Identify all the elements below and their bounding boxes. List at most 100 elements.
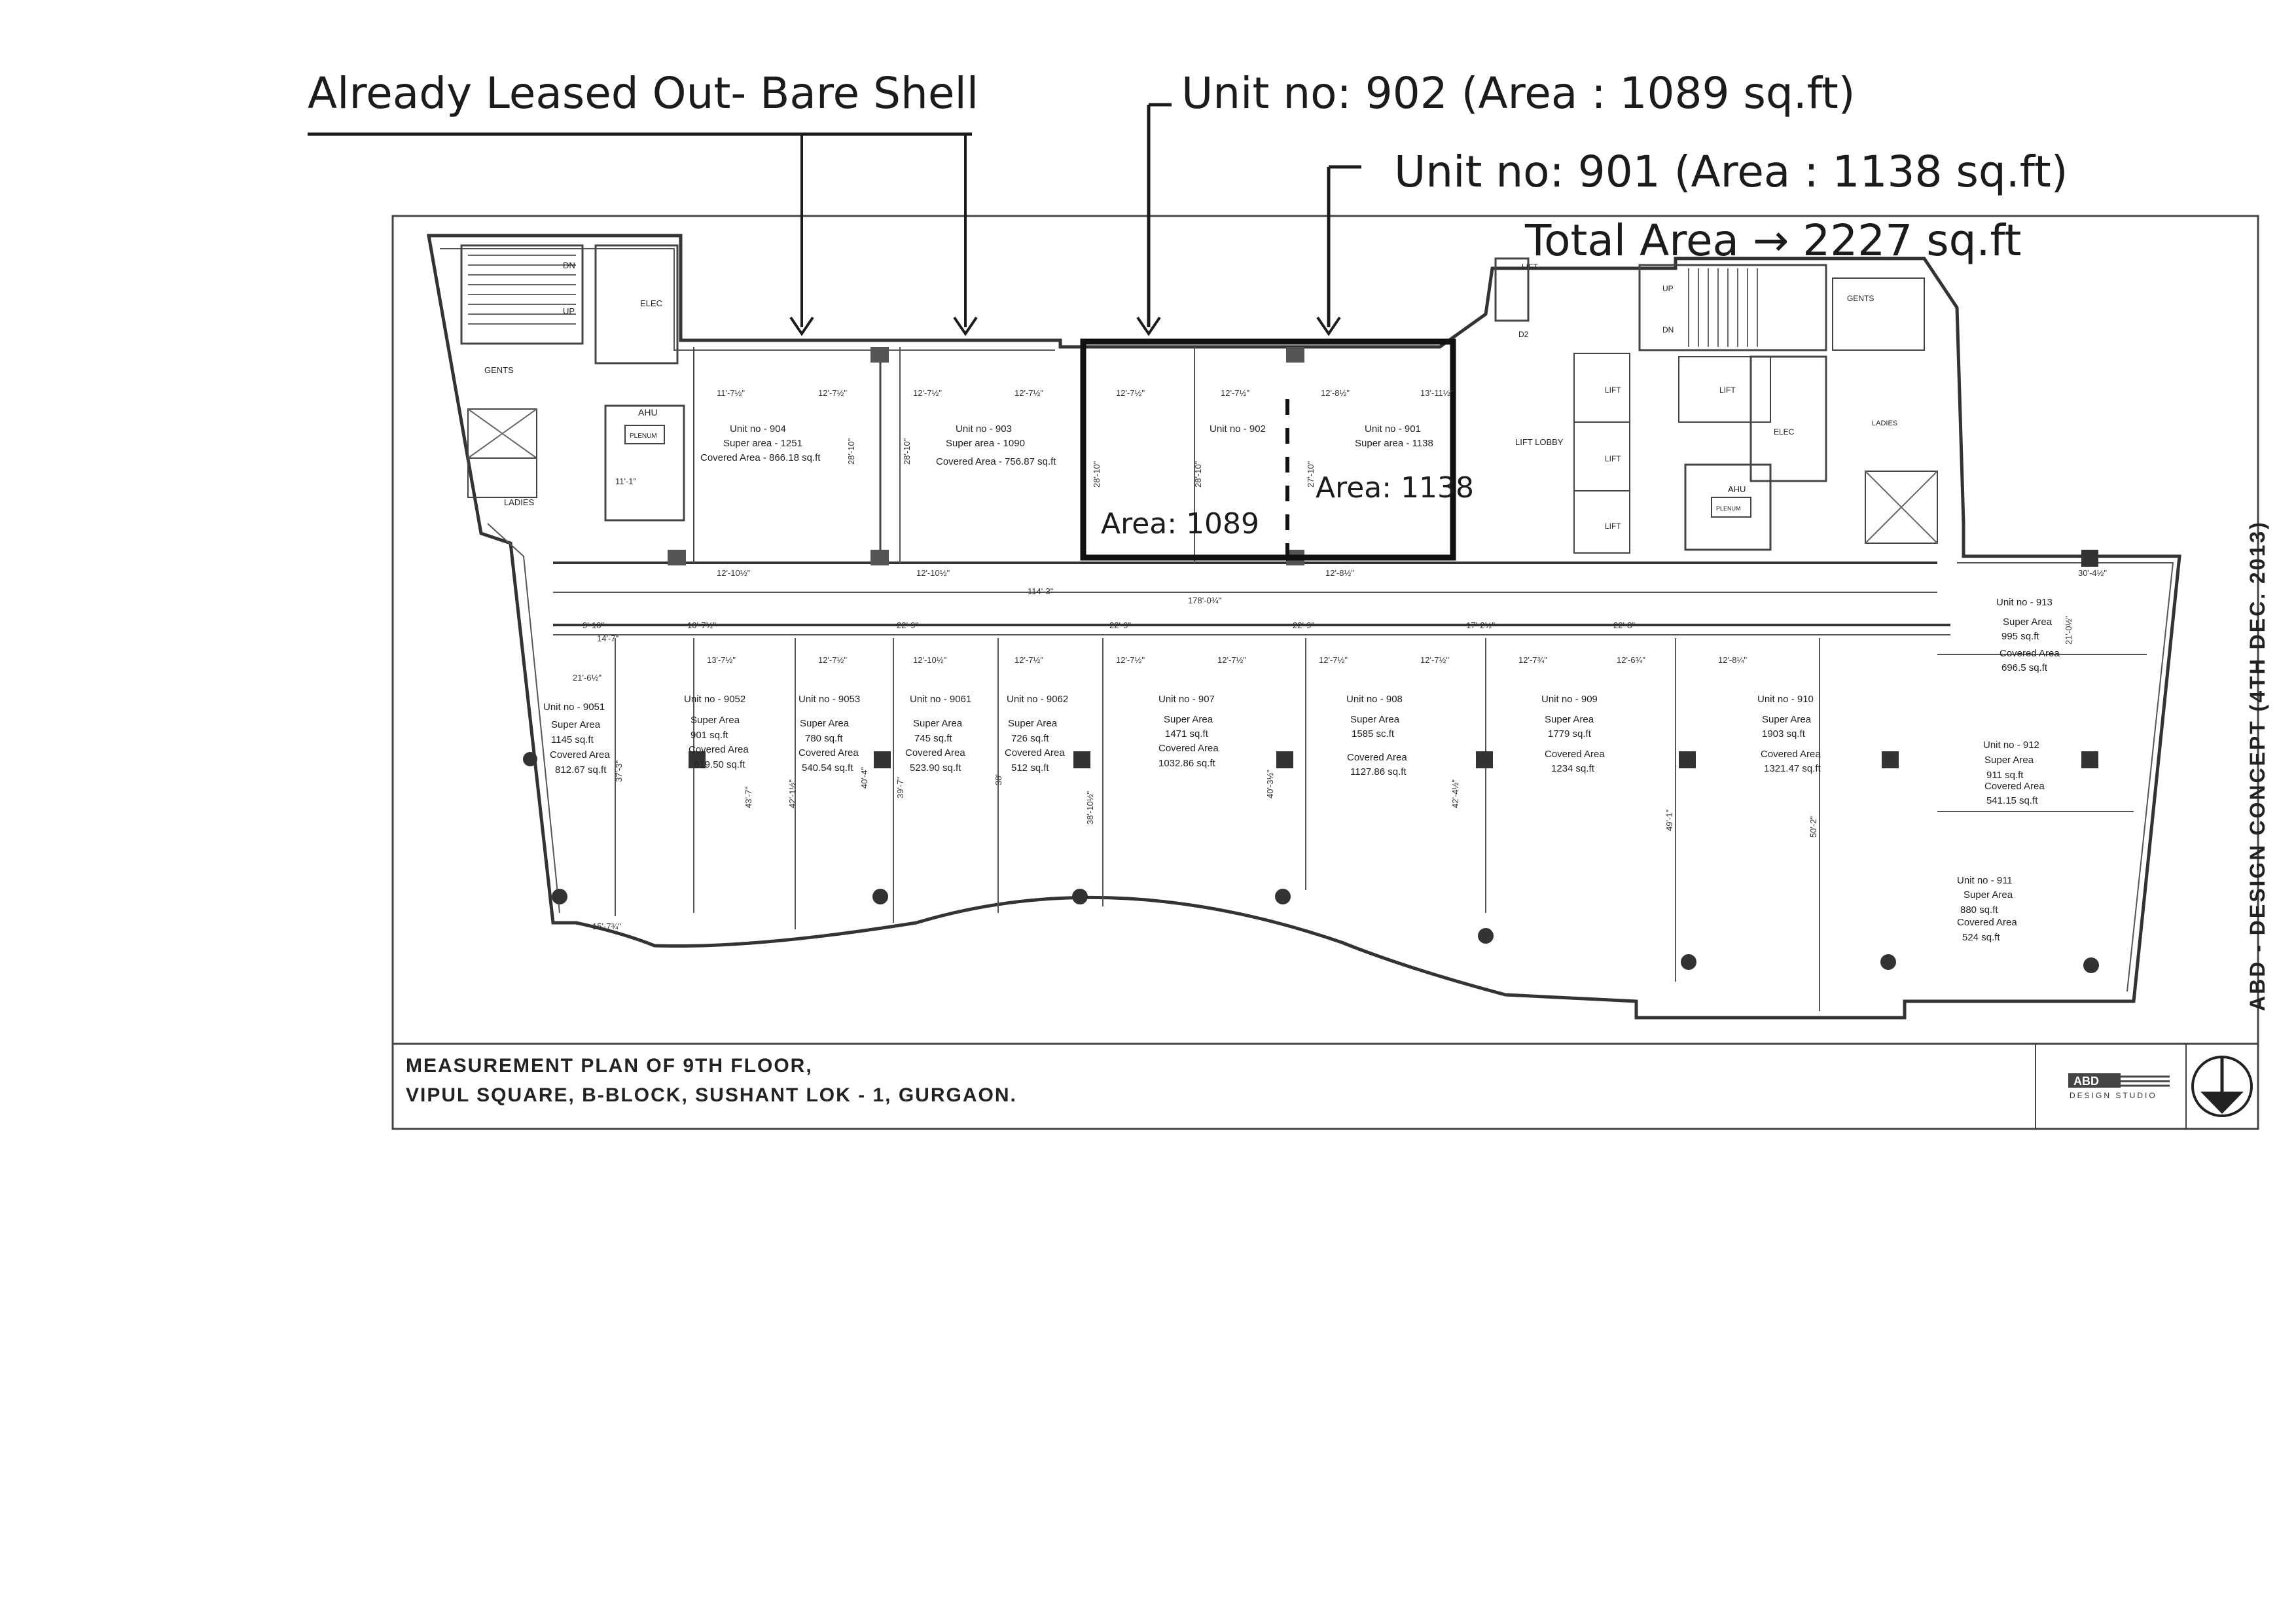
unit-label: Covered Area xyxy=(1347,752,1407,763)
unit-label: 1471 sq.ft xyxy=(1165,728,1209,740)
unit-label: Covered Area xyxy=(2000,648,2060,659)
room-label: GENTS xyxy=(484,365,514,375)
drawing-subtitle: VIPUL SQUARE, B-BLOCK, SUSHANT LOK - 1, … xyxy=(406,1084,1017,1106)
room-label: GENTS xyxy=(1847,294,1874,303)
unit-label: Super area - 1090 xyxy=(946,438,1025,449)
dimension-label: 38'-10½" xyxy=(1085,791,1095,825)
dimension-label: 28'-10" xyxy=(1092,461,1102,488)
unit-label: Super Area xyxy=(691,715,740,726)
unit-label: Covered Area xyxy=(1545,749,1605,760)
unit-label: Unit no - 909 xyxy=(1541,694,1598,705)
dimension-label: 12'-7¾" xyxy=(1518,655,1547,665)
unit-label: Unit no - 912 xyxy=(1983,740,2039,751)
dimension-label: 14'-7" xyxy=(597,633,619,643)
dimension-label: 40'-4" xyxy=(859,766,869,789)
room-label: LADIES xyxy=(504,497,535,507)
dimension-label: 40'-3½" xyxy=(1265,770,1275,798)
dimension-label: 42'-1½" xyxy=(787,779,797,808)
unit-label: Covered Area xyxy=(550,749,610,760)
unit-label: 1127.86 sq.ft xyxy=(1350,766,1407,777)
total-area-note: Total Area → 2227 sq.ft xyxy=(1524,215,2021,266)
unit-label: Covered Area - 866.18 sq.ft xyxy=(700,452,821,463)
unit-label: 696.5 sq.ft xyxy=(2001,662,2048,673)
unit-label: Super Area xyxy=(1545,714,1594,725)
unit-label: 1032.86 sq.ft xyxy=(1158,758,1216,769)
dimension-label: 11'-1" xyxy=(615,476,637,486)
unit-label: Covered Area - 756.87 sq.ft xyxy=(936,456,1056,467)
unit-label: Super Area xyxy=(913,718,963,729)
dimension-label: 12'-8½" xyxy=(1321,388,1350,398)
unit-label: Super Area xyxy=(800,718,850,729)
svg-text:ABD: ABD xyxy=(2073,1075,2099,1088)
unit-label: 812.67 sq.ft xyxy=(555,764,607,776)
unit-label: 512 sq.ft xyxy=(1011,762,1049,774)
building-outline xyxy=(427,234,2181,1020)
dimension-label: 12'-7½" xyxy=(818,655,847,665)
leased-note: Already Leased Out- Bare Shell xyxy=(308,68,978,118)
unit-label: 523.90 sq.ft xyxy=(910,762,961,774)
dimension-label: 13'-11½" xyxy=(1420,388,1454,398)
dimension-label: 12'-7½" xyxy=(1014,388,1043,398)
dimension-label: 178'-0¾" xyxy=(1188,596,1222,605)
unit-label: Unit no - 908 xyxy=(1346,694,1403,705)
dimension-label: 37'-3" xyxy=(614,760,624,782)
dimension-label: 21'-6½" xyxy=(573,673,601,683)
unit-label: Super Area xyxy=(1762,714,1812,725)
dimension-label: 12'-7½" xyxy=(1221,388,1249,398)
dimension-label: 15'-7¾" xyxy=(592,921,621,931)
room-label: ELEC xyxy=(640,298,662,308)
unit-label: Unit no - 9051 xyxy=(543,702,605,713)
abd-logo: ABD DESIGN STUDIO xyxy=(2068,1073,2170,1100)
unit-label: 911 sq.ft xyxy=(1986,770,2024,781)
dimension-label: 28'-10" xyxy=(846,438,856,465)
area-1089-label: Area: 1089 xyxy=(1101,507,1259,541)
unit-label: 901 sq.ft xyxy=(691,730,728,741)
unit-label: 1779 sq.ft xyxy=(1548,728,1592,740)
unit-label: 619.50 sq.ft xyxy=(694,759,745,770)
unit-label: Super Area xyxy=(1984,755,2034,766)
dimension-label: 12'-7½" xyxy=(913,388,942,398)
dimension-label: 38' xyxy=(994,774,1003,785)
unit-label: 745 sq.ft xyxy=(914,733,952,744)
unit-label: Unit no - 913 xyxy=(1996,597,2053,608)
dimension-label: 39'-7" xyxy=(895,776,905,798)
dimension-label: 22'-9" xyxy=(897,620,919,630)
dimension-label: 12'-7½" xyxy=(818,388,847,398)
unit-label: 1234 sq.ft xyxy=(1551,763,1595,774)
unit-label: Super Area xyxy=(2003,616,2053,628)
unit-label: Unit no - 9062 xyxy=(1007,694,1068,705)
room-label: DN xyxy=(563,260,575,270)
dimension-label: 28'-10" xyxy=(902,438,912,465)
unit-label: Unit no - 9052 xyxy=(684,694,745,705)
dimension-label: 42'-4½" xyxy=(1450,779,1460,808)
dimension-label: 12'-7½" xyxy=(1217,655,1246,665)
dimension-label: 21'-0½" xyxy=(2064,616,2073,645)
room-label: UP xyxy=(1662,284,1674,293)
unit-label: 541.15 sq.ft xyxy=(1986,795,2038,806)
unit-label: Covered Area xyxy=(1005,747,1065,758)
dimension-label: 12'-7½" xyxy=(1116,655,1145,665)
room-label: LIFT xyxy=(1719,385,1736,395)
dimension-label: 43'-7" xyxy=(744,786,753,808)
dimension-label: 22'-9" xyxy=(1293,620,1315,630)
dimension-label: 22'-8" xyxy=(1613,620,1636,630)
dimension-label: 9'-10" xyxy=(583,620,605,630)
dimension-label: 22'-9" xyxy=(1109,620,1132,630)
unit-label: 726 sq.ft xyxy=(1011,733,1049,744)
dimension-label: 12'-7½" xyxy=(1420,655,1449,665)
highlighted-units-902-901 xyxy=(1080,338,1456,561)
unit-label: Unit no - 911 xyxy=(1957,875,2013,886)
dimension-label: 12'-10½" xyxy=(916,568,950,578)
room-label: DN xyxy=(1662,325,1674,334)
unit-label: Covered Area xyxy=(689,744,749,755)
room-label: UP xyxy=(563,306,575,316)
dimension-label: 49'-1" xyxy=(1664,809,1674,831)
title-block-frame xyxy=(391,1043,2259,1130)
unit-label: 524 sq.ft xyxy=(1962,932,2000,943)
area-1138-label: Area: 1138 xyxy=(1316,471,1474,505)
unit-label: 1903 sq.ft xyxy=(1762,728,1806,740)
dimension-label: 11'-7½" xyxy=(717,388,745,398)
room-label: LIFT xyxy=(1522,262,1538,272)
unit-label: 880 sq.ft xyxy=(1960,904,1998,916)
